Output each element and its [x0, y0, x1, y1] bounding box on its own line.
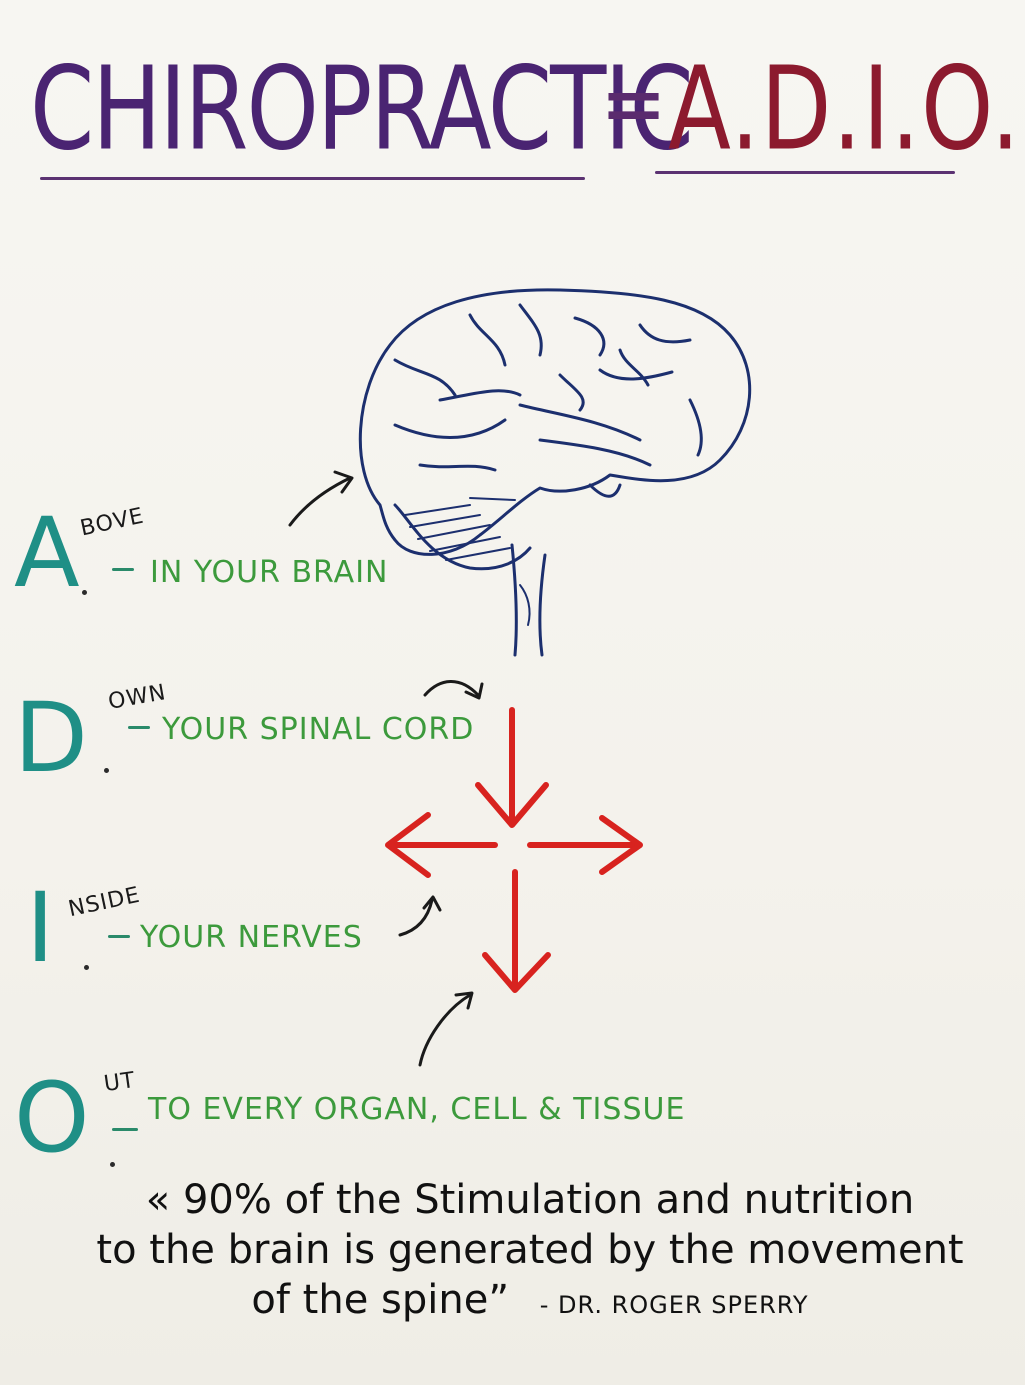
word-out: UT: [102, 1067, 138, 1098]
curved-arrow-icon: [398, 895, 442, 937]
title-chiropractic: CHIROPRACTIC: [30, 42, 694, 176]
letter-dot: [82, 590, 87, 595]
quote-line-1: « 90% of the Stimulation and nutrition: [145, 1177, 915, 1223]
title-equals: =: [600, 50, 668, 157]
title-underline-left: [40, 177, 585, 180]
letter-a: A: [14, 497, 80, 609]
arrow-down-icon: [482, 869, 551, 993]
arrow-right-icon: [527, 815, 643, 875]
quote-line-3-wrapper: of the spine” - DR. ROGER SPERRY: [60, 1275, 1000, 1325]
desc-in-your-brain: IN YOUR BRAIN: [150, 555, 389, 590]
dash: [128, 726, 150, 729]
quote-author: - DR. ROGER SPERRY: [539, 1291, 809, 1319]
letter-d: D: [14, 682, 88, 794]
dash: [112, 568, 134, 571]
title-adio: A.D.I.O.: [668, 42, 1021, 176]
quote-line-2: to the brain is generated by the movemen…: [96, 1227, 964, 1273]
dash: [112, 1128, 138, 1131]
dash: [108, 935, 130, 938]
curved-arrow-icon: [418, 991, 474, 1067]
letter-i: I: [26, 872, 55, 984]
curved-arrow-icon: [423, 680, 484, 700]
quote-line-3: of the spine”: [251, 1277, 510, 1323]
letter-o: O: [14, 1062, 90, 1174]
quote-block: « 90% of the Stimulation and nutrition t…: [60, 1175, 1000, 1325]
desc-to-every-organ: TO EVERY ORGAN, CELL & TISSUE: [148, 1092, 686, 1127]
arrow-down-icon: [475, 707, 549, 828]
desc-your-spinal-cord: YOUR SPINAL CORD: [162, 712, 475, 747]
letter-dot: [104, 768, 109, 773]
arrow-left-icon: [385, 812, 498, 878]
curved-arrow-icon: [288, 470, 354, 527]
title-underline-right: [655, 171, 955, 174]
desc-your-nerves: YOUR NERVES: [140, 920, 363, 955]
letter-dot: [110, 1162, 115, 1167]
letter-dot: [84, 965, 89, 970]
brain-icon: [358, 288, 752, 657]
